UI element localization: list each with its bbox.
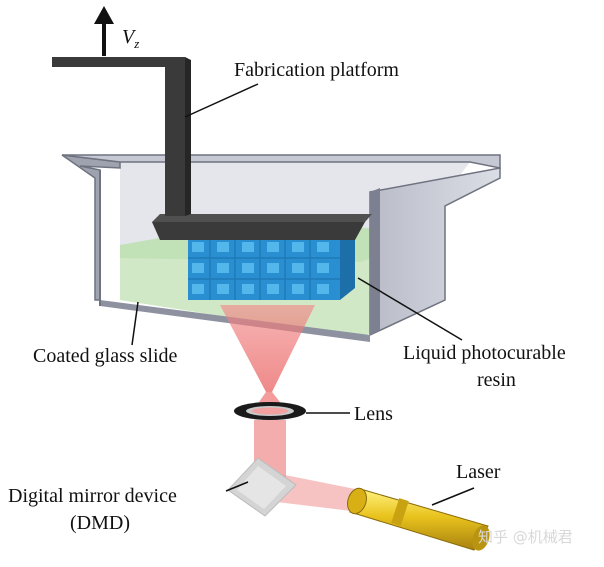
platform-plate-top: [152, 214, 372, 222]
part-side: [340, 226, 355, 300]
velocity-arrow: [94, 6, 114, 56]
laser-device: [347, 487, 490, 551]
part-highlights: [192, 242, 329, 294]
fabrication-platform: [52, 57, 372, 240]
platform-arm-side: [185, 57, 191, 216]
platform-plate: [152, 222, 365, 240]
label-lens: Lens: [354, 403, 393, 425]
leader-lines: [131, 83, 475, 506]
laser-body: [349, 489, 489, 551]
velocity-label: Vz: [122, 26, 139, 51]
leader-fabrication-platform: [184, 83, 259, 118]
vat-wall-right-edge: [370, 188, 380, 335]
leader-resin: [357, 277, 463, 341]
label-laser: Laser: [456, 461, 501, 483]
vat-rim-left: [61, 154, 121, 301]
label-liquid-resin-2: resin: [477, 369, 516, 391]
label-fabrication-platform: Fabrication platform: [234, 59, 399, 81]
platform-arm: [52, 57, 185, 216]
lens: [234, 402, 306, 420]
label-dmd-1: Digital mirror device: [8, 485, 177, 507]
label-coated-glass-slide: Coated glass slide: [33, 345, 178, 367]
digital-mirror-device: [227, 457, 297, 517]
label-liquid-resin-1: Liquid photocurable: [403, 342, 566, 364]
leader-laser: [431, 487, 475, 506]
watermark: 知乎 @机械君: [478, 528, 573, 546]
leader-dmd: [225, 481, 249, 492]
label-dmd-2: (DMD): [70, 512, 130, 534]
beam-cone-upper: [220, 305, 315, 392]
part-layers: [188, 238, 340, 300]
vat-wall-right: [369, 167, 501, 337]
leader-coated-glass: [131, 301, 139, 346]
